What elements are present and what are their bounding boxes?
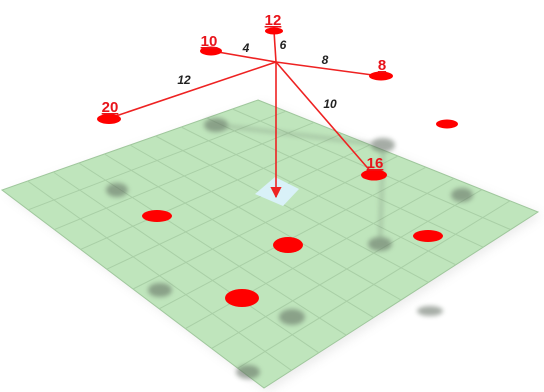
floor-marker bbox=[142, 210, 172, 222]
node-label-16: 16 bbox=[367, 155, 384, 172]
node-label-20: 20 bbox=[102, 99, 119, 116]
node-unlabeled bbox=[436, 120, 458, 129]
floor-marker bbox=[413, 230, 443, 242]
node-shadow bbox=[279, 309, 305, 325]
node-shadow bbox=[236, 365, 260, 379]
board-surface bbox=[2, 100, 538, 388]
edge-label-12: 12 bbox=[177, 73, 191, 87]
edge-label-8: 8 bbox=[322, 53, 329, 67]
floor-marker bbox=[225, 289, 259, 307]
node-shadow bbox=[148, 283, 172, 297]
node-shadow bbox=[451, 188, 473, 202]
edge-to-node-12 bbox=[274, 31, 276, 62]
node-label-10: 10 bbox=[201, 33, 218, 50]
edge-label-6: 6 bbox=[280, 38, 287, 52]
node-shadow bbox=[417, 306, 443, 316]
edge-label-10: 10 bbox=[323, 97, 337, 111]
node-label-12: 12 bbox=[265, 12, 282, 29]
node-shadow bbox=[106, 183, 128, 197]
floor-marker bbox=[273, 237, 303, 253]
board bbox=[2, 100, 542, 392]
node-label-8: 8 bbox=[378, 57, 386, 74]
edge-label-4: 4 bbox=[242, 41, 250, 55]
